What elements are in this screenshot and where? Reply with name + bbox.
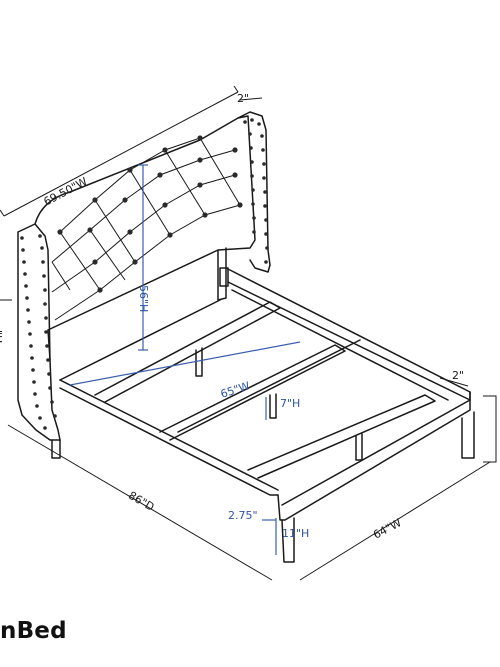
label-right-side-depth: 2" bbox=[452, 369, 464, 382]
label-leg-height: 11"H bbox=[282, 527, 309, 540]
bed-frame bbox=[51, 247, 475, 563]
label-slat-drop: 7"H bbox=[280, 397, 300, 410]
product-caption: nBed bbox=[0, 618, 67, 644]
label-headboard-width: 69.50"W bbox=[42, 175, 90, 209]
inner-dimension-lines bbox=[69, 164, 301, 555]
label-headboard-height: 56"H bbox=[137, 285, 150, 312]
label-headboard-depth: 2" bbox=[237, 92, 249, 105]
label-overall-width: 64"W bbox=[371, 516, 404, 542]
label-side-height: "H bbox=[0, 330, 4, 343]
dimension-lines bbox=[0, 85, 497, 581]
label-rail-thickness: 2.75" bbox=[228, 509, 258, 522]
label-overall-length: 86"D bbox=[126, 489, 156, 514]
